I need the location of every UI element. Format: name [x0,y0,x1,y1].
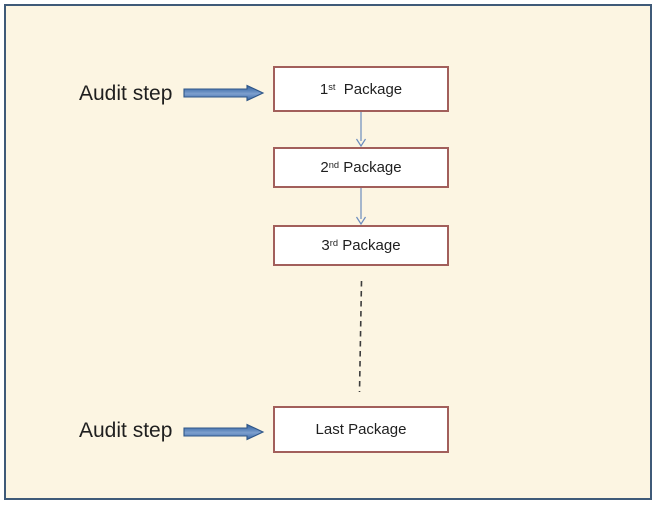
audit-step-label-bottom: Audit step [79,419,173,442]
diagram-panel: Audit step 1st Package 2nd Package [4,4,652,500]
box-label: 2nd Package [320,159,402,176]
flow-box-last-package: Last Package [273,406,449,453]
dashed-line-connector [358,280,363,393]
right-arrow-icon [183,84,265,102]
flow-box-3rd-package: 3rd Package [273,225,449,266]
down-arrow-icon [355,112,367,148]
box-label: 1st Package [319,80,403,98]
flow-box-2nd-package: 2nd Package [273,147,449,188]
box-label: 3rd Package [321,237,401,254]
right-arrow-icon [183,423,265,441]
box-label: Last Package [315,421,407,438]
flow-box-1st-package: 1st Package [273,66,449,112]
down-arrow-icon [355,188,367,226]
audit-step-label-top: Audit step [79,82,173,105]
